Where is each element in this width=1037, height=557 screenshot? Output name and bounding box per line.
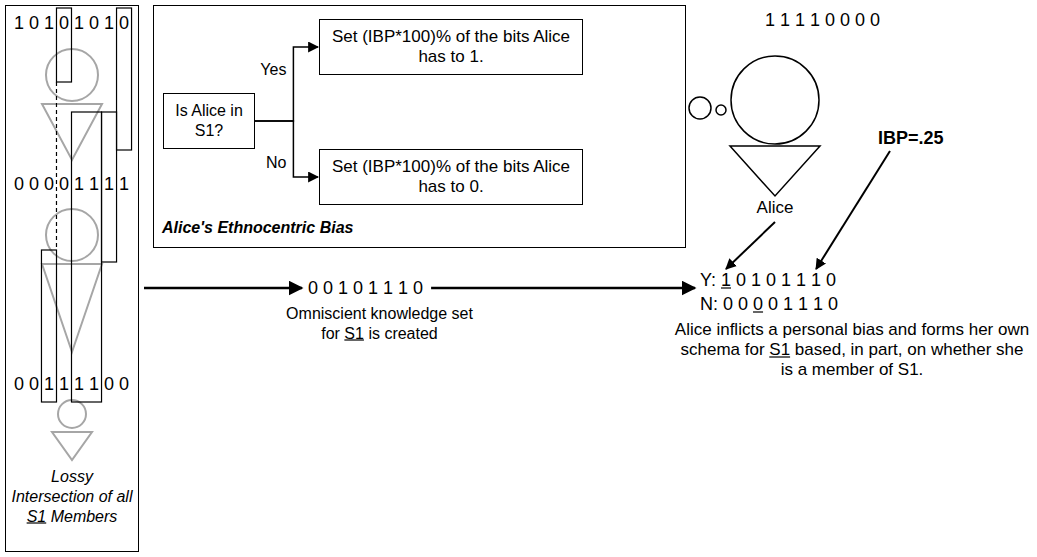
flow-arrow bbox=[431, 287, 695, 290]
caption-note: Omniscient knowledge set for S1 is creat… bbox=[282, 304, 477, 344]
parameter-label: IBP=.25 bbox=[878, 128, 944, 148]
person-body bbox=[730, 146, 820, 196]
node-text: 1 0 1 0 1 0 1 0 bbox=[6, 13, 137, 33]
member-body bbox=[52, 432, 92, 460]
process-box: Set (IBP*100)% of the bits Alice has to … bbox=[319, 149, 583, 205]
box-text: Set (IBP*100)% of the bits Alice has to … bbox=[328, 157, 574, 197]
node-text: Lossy Intersection of all S1 Members bbox=[10, 467, 134, 527]
node-text: Alice bbox=[725, 198, 825, 218]
person-outline bbox=[725, 52, 825, 222]
bit-string: Y: 1 0 1 0 1 1 1 0 bbox=[700, 270, 836, 290]
caption-note: Alice inflicts a personal bias and forms… bbox=[672, 320, 1032, 380]
box-text: Is Alice in S1? bbox=[172, 101, 246, 141]
node-text: 0 0 1 1 1 1 0 0 bbox=[6, 374, 137, 394]
members-panel: 1 0 1 0 1 0 1 0 0 0 0 0 1 1 1 1 0 0 1 1 1 … bbox=[5, 5, 139, 552]
bit-string: 0 0 1 0 1 1 1 0 bbox=[308, 278, 423, 298]
flow-arrow bbox=[144, 287, 302, 290]
bit-string: N: 0 0 0 0 1 1 1 0 bbox=[700, 294, 838, 314]
process-box: Set (IBP*100)% of the bits Alice has to … bbox=[319, 19, 583, 75]
person-figure: Alice bbox=[725, 52, 825, 222]
bit-highlight bbox=[72, 112, 102, 402]
flow-arrow bbox=[816, 151, 890, 269]
thought-bubbles bbox=[689, 97, 726, 119]
decision-box: Is Alice in S1? bbox=[163, 93, 255, 149]
decision-arrow bbox=[255, 121, 318, 177]
edge-label: No bbox=[264, 154, 288, 172]
dashed-link bbox=[56, 82, 57, 250]
node-text: 0 0 0 0 1 1 1 1 bbox=[6, 174, 137, 194]
member-head bbox=[58, 400, 86, 428]
flow-arrow bbox=[726, 222, 775, 269]
edge-label: Yes bbox=[258, 61, 288, 79]
thought-bits: 1 1 1 1 0 0 0 0 bbox=[765, 10, 880, 30]
thought-bubble bbox=[716, 105, 726, 115]
node-text: Alice's Ethnocentric Bias bbox=[162, 218, 353, 238]
person-head bbox=[731, 56, 819, 144]
bias-panel: Is Alice in S1? Set (IBP*100)% of the bit… bbox=[153, 5, 686, 248]
decision-arrow bbox=[255, 47, 318, 121]
member-figures bbox=[42, 49, 102, 460]
thought-bubble bbox=[689, 97, 711, 119]
box-text: Set (IBP*100)% of the bits Alice has to … bbox=[328, 27, 574, 67]
